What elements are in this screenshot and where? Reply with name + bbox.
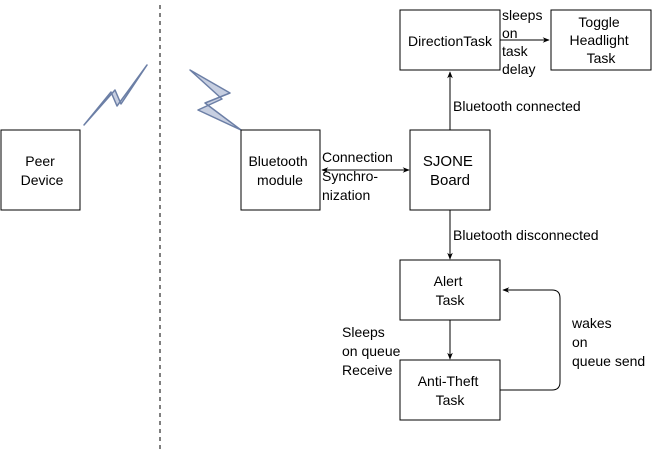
peer-label-line-1: Peer xyxy=(25,153,55,169)
edge-antitheft-alert-loop xyxy=(500,287,561,391)
wakes-line-1: wakes xyxy=(571,315,612,331)
sjone-label-line-2: Board xyxy=(430,172,470,189)
sleeps-delay-line-2: on xyxy=(502,25,518,41)
sleeps-queue-label: Sleeps on queue Receive xyxy=(342,324,404,378)
direction-label: DirectionTask xyxy=(408,33,493,49)
sync-label: Connection Synchro- nization xyxy=(322,149,397,203)
lightning-bolt-icon xyxy=(83,64,148,126)
bluetooth-module-node: Bluetooth module xyxy=(240,129,321,211)
sjone-label-line-1: SJONE xyxy=(423,153,473,170)
toggle-headlight-task-node: Toggle Headlight Task xyxy=(550,9,652,71)
sleeps-queue-line-3: Receive xyxy=(342,362,393,378)
bluetooth-label-line-1: Bluetooth xyxy=(248,153,307,169)
alert-label-line-1: Alert xyxy=(434,273,463,289)
bt-disconnected-label: Bluetooth disconnected xyxy=(453,227,599,243)
sleeps-delay-line-1: sleeps xyxy=(502,7,542,23)
bluetooth-label-line-2: module xyxy=(257,172,303,188)
sleeps-delay-line-3: task xyxy=(502,43,529,59)
svg-text:DirectionTask: DirectionTask xyxy=(408,33,493,49)
toggle-label-line-3: Task xyxy=(587,50,617,66)
alert-label-line-2: Task xyxy=(436,292,466,308)
sjone-board-node: SJONE Board xyxy=(409,129,491,211)
sleeps-queue-line-2: on queue xyxy=(342,343,401,359)
alert-task-node: Alert Task xyxy=(399,259,501,321)
toggle-label-line-2: Headlight xyxy=(569,32,628,48)
antitheft-label-line-2: Task xyxy=(436,392,466,408)
sync-label-line-1: Connection xyxy=(322,149,393,165)
sync-label-line-2: Synchro- xyxy=(322,168,378,184)
sleeps-delay-line-4: delay xyxy=(502,61,535,77)
wakes-line-3: queue send xyxy=(572,353,645,369)
peer-label-line-2: Device xyxy=(21,172,64,188)
antitheft-label-line-1: Anti-Theft xyxy=(418,373,479,389)
svg-text:SJONE Board: SJONE Board xyxy=(423,153,477,189)
peer-device-node: Peer Device xyxy=(0,129,81,211)
svg-text:Toggle Headlight T: Toggle Headlight Task xyxy=(569,14,632,66)
svg-text:Bluetooth module: Bluetooth module xyxy=(248,153,311,188)
toggle-label-line-1: Toggle xyxy=(578,14,619,30)
sync-label-line-3: nization xyxy=(322,187,370,203)
svg-text:Peer Device: Peer Device xyxy=(21,153,64,188)
wakes-label: wakes on queue send xyxy=(571,315,645,369)
bt-connected-label: Bluetooth connected xyxy=(453,98,581,114)
sleeps-delay-label: sleeps on task delay xyxy=(502,7,546,77)
sleeps-queue-line-1: Sleeps xyxy=(342,324,385,340)
wakes-line-2: on xyxy=(572,334,588,350)
lightning-bolt-icon xyxy=(189,69,242,131)
svg-text:Alert Task: Alert Task xyxy=(434,273,467,308)
svg-text:Anti-Theft Task: Anti-Theft Task xyxy=(418,373,483,408)
anti-theft-task-node: Anti-Theft Task xyxy=(399,359,501,421)
direction-task-node: DirectionTask xyxy=(399,9,501,71)
